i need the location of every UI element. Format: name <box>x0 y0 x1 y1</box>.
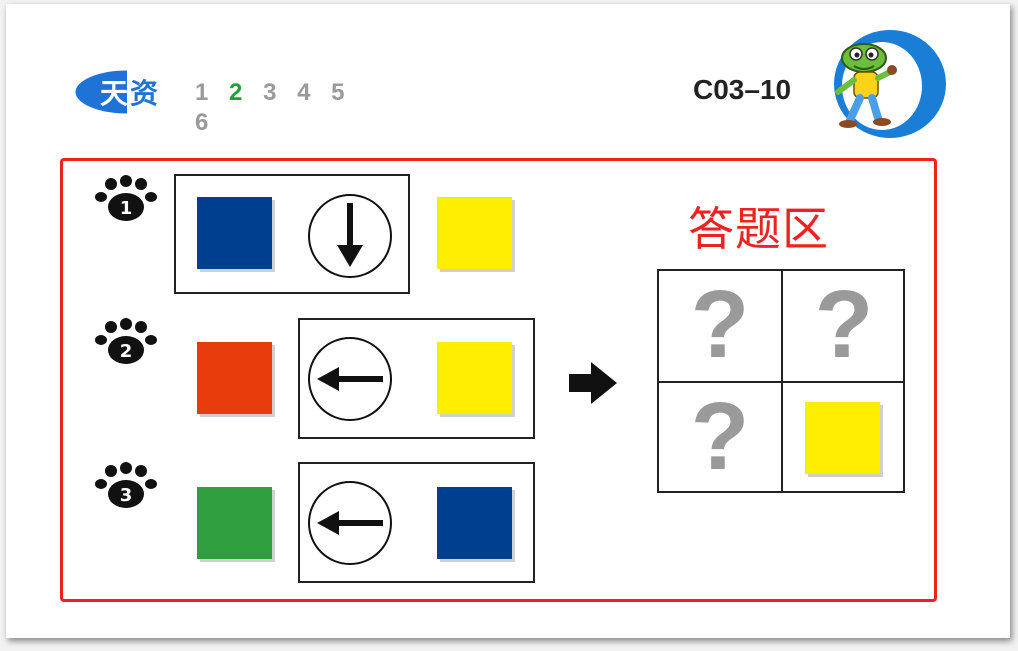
yellow-square <box>437 342 512 414</box>
row-number: 3 <box>120 485 133 506</box>
page-link-4[interactable]: 4 <box>297 79 311 106</box>
question-mark: ? <box>690 271 750 378</box>
blue-square <box>197 197 272 269</box>
page-navigation: 1 2 3 4 5 6 <box>195 78 365 138</box>
page-link-1[interactable]: 1 <box>195 79 209 106</box>
lesson-code: C03–10 <box>693 74 792 105</box>
yellow-square <box>805 402 880 474</box>
row-number: 2 <box>120 341 133 362</box>
grid-divider-horizontal <box>659 381 903 383</box>
exercise-area <box>60 158 937 602</box>
answer-cell-bottom-right[interactable] <box>783 383 905 493</box>
frog-mascot-icon <box>834 30 946 138</box>
row-2-rule-box <box>298 318 535 439</box>
logo-icon: 天 资 <box>72 67 182 117</box>
blue-square <box>437 487 512 559</box>
answer-cell-bottom-left[interactable]: ? <box>659 383 781 493</box>
left-arrow-icon <box>308 481 392 565</box>
page-link-2-current[interactable]: 2 <box>229 79 243 106</box>
page-link-5[interactable]: 5 <box>331 79 345 106</box>
question-mark: ? <box>814 271 874 378</box>
paw-number-1-icon: 1 <box>95 175 157 221</box>
answer-area-label: 答题区 <box>688 203 829 255</box>
answer-grid: ? ? ? <box>657 269 905 493</box>
answer-cell-top-left[interactable]: ? <box>659 271 781 381</box>
row-1-rule-box <box>174 174 410 294</box>
left-arrow-icon <box>308 337 392 421</box>
row-3-rule-box <box>298 462 535 583</box>
paw-number-3-icon: 3 <box>95 462 157 508</box>
page-link-6[interactable]: 6 <box>195 109 209 136</box>
row-number: 1 <box>120 198 133 219</box>
down-arrow-icon <box>308 194 392 278</box>
paw-number-2-icon: 2 <box>95 318 157 364</box>
right-arrow-icon <box>569 362 617 404</box>
answer-cell-top-right[interactable]: ? <box>783 271 905 381</box>
page-link-3[interactable]: 3 <box>263 79 277 106</box>
red-square <box>197 342 272 414</box>
question-mark: ? <box>690 383 750 490</box>
green-square <box>197 487 272 559</box>
logo-text-1: 天 <box>100 77 128 110</box>
logo-text-2: 资 <box>130 77 158 110</box>
yellow-square <box>437 197 512 269</box>
